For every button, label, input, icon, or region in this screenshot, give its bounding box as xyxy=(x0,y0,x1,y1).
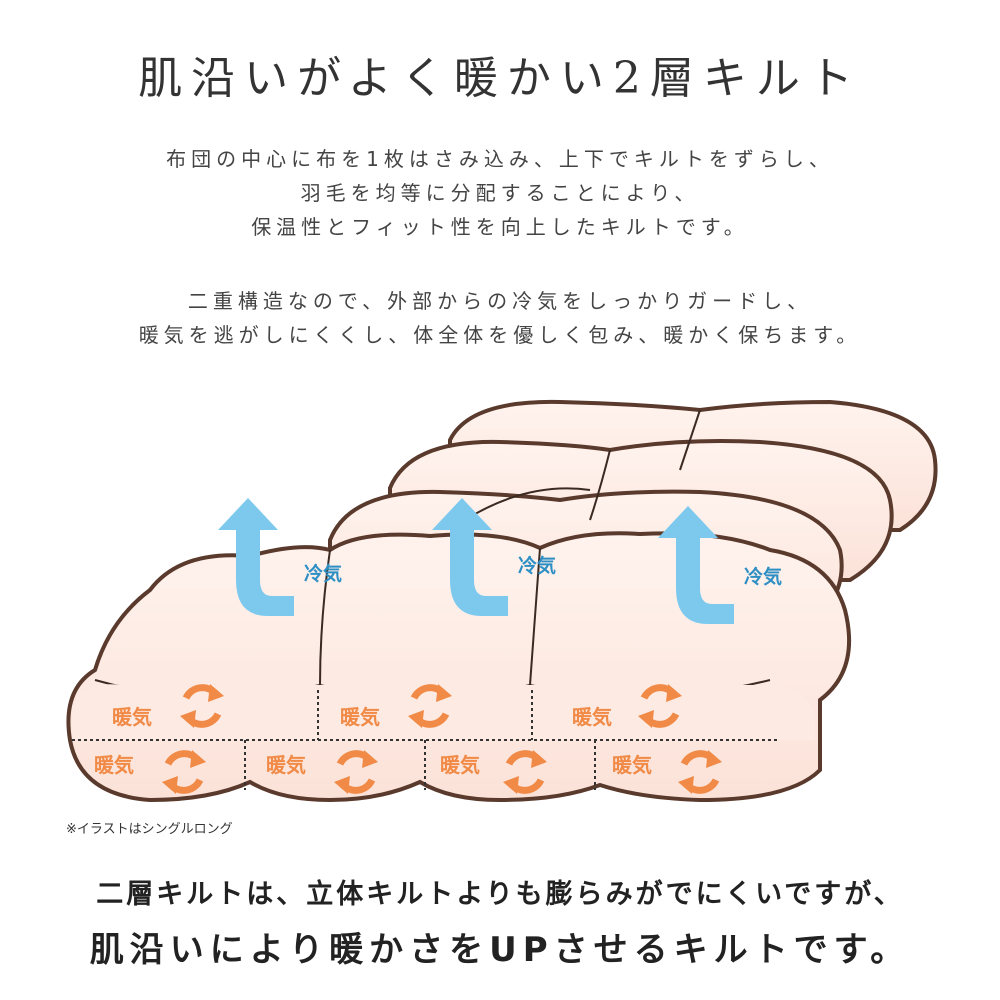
cold-label: 冷気 xyxy=(744,565,782,588)
description-paragraph-2: 二重構造なので、外部からの冷気をしっかりガードし、 暖気を逃がしにくくし、体全体… xyxy=(0,284,1000,352)
cold-label: 冷気 xyxy=(304,562,342,585)
description-line: 保温性とフィット性を向上したキルトです。 xyxy=(251,215,749,239)
footer-line-2: 肌沿いにより暖かさをUPさせるキルトです。 xyxy=(89,930,911,970)
description-line: 羽毛を均等に分配することにより、 xyxy=(300,181,700,205)
warm-label: 暖気 xyxy=(94,753,134,777)
middle-layer-lines xyxy=(72,690,780,790)
page-title: 肌沿いがよく暖かい2層キルト xyxy=(138,53,862,104)
description-line: 二重構造なので、外部からの冷気をしっかりガードし、 xyxy=(187,289,813,313)
warm-label: 暖気 xyxy=(340,705,380,729)
warm-label: 暖気 xyxy=(266,753,306,777)
cold-label: 冷気 xyxy=(518,554,556,577)
quilt-lower-cells xyxy=(72,684,815,740)
description-line: 暖気を逃がしにくくし、体全体を優しく包み、暖かく保ちます。 xyxy=(138,323,862,347)
description-line: 布団の中心に布を1枚はさみ込み、上下でキルトをずらし、 xyxy=(166,147,834,171)
footer-line-1: 二層キルトは、立体キルトよりも膨らみがでにくいですが、 xyxy=(96,879,904,910)
warm-label: 暖気 xyxy=(572,705,612,729)
description-paragraph-1: 布団の中心に布を1枚はさみ込み、上下でキルトをずらし、 羽毛を均等に分配すること… xyxy=(0,142,1000,244)
illustration-note: ※イラストはシングルロング xyxy=(66,822,233,837)
quilt-illustration: 冷気 冷気 冷気 暖気 暖気 暖気 暖気 暖気 暖気 暖気 xyxy=(66,399,938,803)
warm-label: 暖気 xyxy=(440,753,480,777)
warm-label: 暖気 xyxy=(612,753,652,777)
warm-label: 暖気 xyxy=(112,705,152,729)
